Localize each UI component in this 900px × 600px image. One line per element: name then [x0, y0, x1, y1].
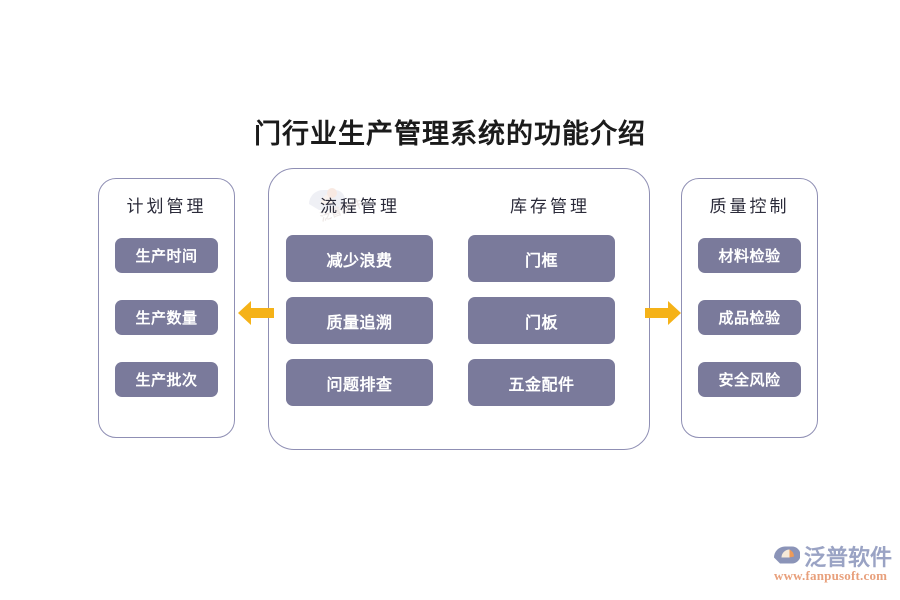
chip-plan-item-1[interactable]: 生产数量	[115, 300, 218, 335]
chip-plan-item-2[interactable]: 生产批次	[115, 362, 218, 397]
page-title: 门行业生产管理系统的功能介绍	[254, 119, 646, 149]
arrow-right-icon	[645, 299, 681, 327]
brand-logo: 泛普软件 www.fanpusoft.com	[772, 540, 893, 586]
brand-url: www.fanpusoft.com	[774, 568, 888, 583]
panel-heading-flow: 流程管理	[320, 197, 400, 216]
panel-quality	[681, 178, 818, 438]
chip-plan-item-0[interactable]: 生产时间	[115, 238, 218, 273]
panel-heading-stock: 库存管理	[510, 197, 590, 216]
arrow-left-icon	[238, 299, 274, 327]
chip-stock-item-1[interactable]: 门板	[468, 297, 615, 344]
chip-flow-item-0[interactable]: 减少浪费	[286, 235, 433, 282]
brand-mark-icon	[772, 542, 801, 570]
brand-name: 泛普软件	[804, 545, 893, 570]
chip-flow-item-1[interactable]: 质量追溯	[286, 297, 433, 344]
panel-heading-quality: 质量控制	[709, 197, 790, 216]
chip-quality-item-0[interactable]: 材料检验	[698, 238, 801, 273]
chip-quality-item-1[interactable]: 成品检验	[698, 300, 801, 335]
chip-quality-item-2[interactable]: 安全风险	[698, 362, 801, 397]
panel-heading-plan: 计划管理	[126, 197, 207, 216]
chip-flow-item-2[interactable]: 问题排查	[286, 359, 433, 406]
chip-stock-item-2[interactable]: 五金配件	[468, 359, 615, 406]
panel-plan	[98, 178, 235, 438]
chip-stock-item-0[interactable]: 门框	[468, 235, 615, 282]
